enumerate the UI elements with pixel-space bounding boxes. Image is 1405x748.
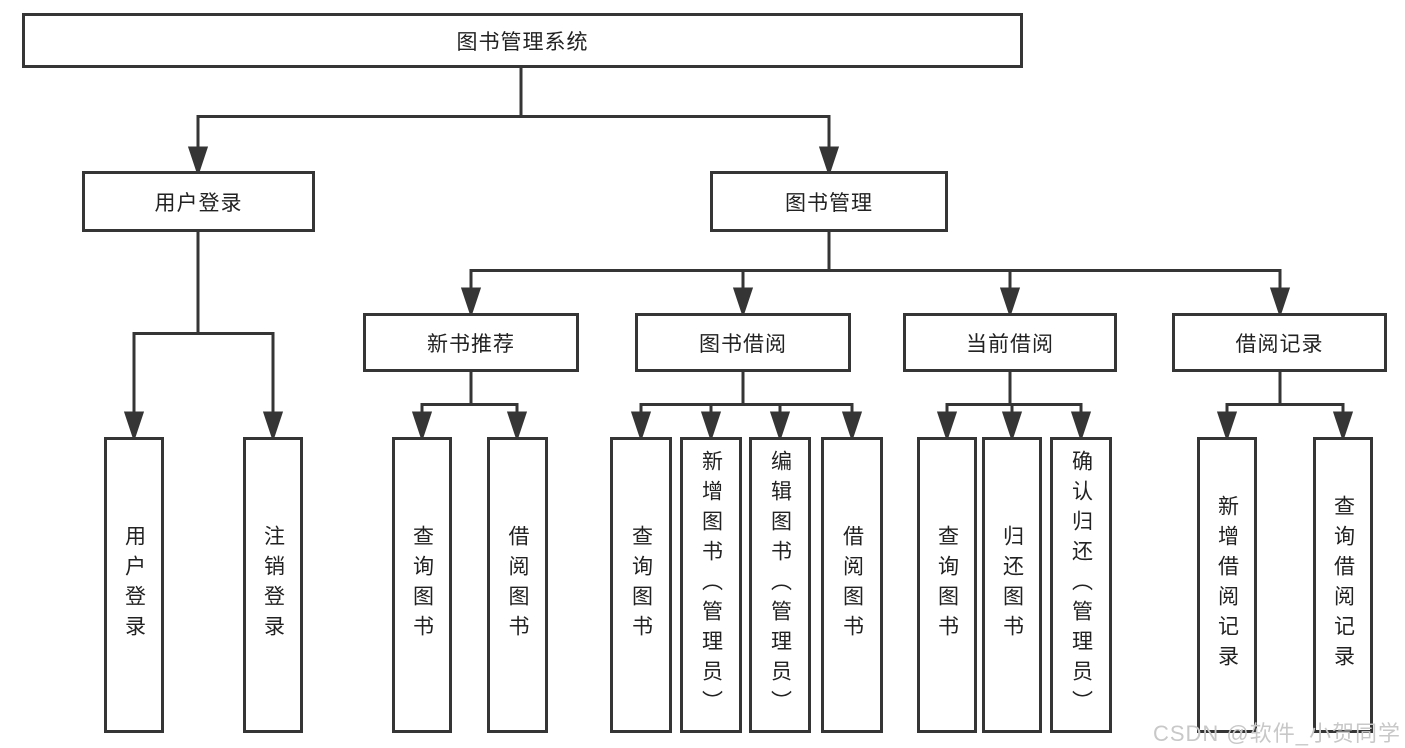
node-new-book-recommend-label: 新书推荐 [427,332,515,356]
leaf-add-book-admin: 新增图书（管理员） [680,437,742,733]
leaf-confirm-return-admin-label: 确认归还（管理员） [1069,450,1093,720]
arrow-down-icon [936,411,958,442]
node-borrowing-records: 借阅记录 [1172,313,1387,372]
node-book-borrowing: 图书借阅 [635,313,851,372]
arrow-down-icon [841,411,863,442]
arrow-down-icon [700,411,722,442]
leaf-return-book: 归还图书 [982,437,1042,733]
leaf-logout: 注销登录 [243,437,303,733]
arrow-down-icon [187,146,209,177]
arrow-down-icon [506,411,528,442]
leaf-query-borrow-record: 查询借阅记录 [1313,437,1373,733]
node-book-borrowing-label: 图书借阅 [699,332,787,356]
leaf-add-borrow-record-label: 新增借阅记录 [1215,495,1239,675]
connector-bookmgmt-to-level3 [460,232,1291,318]
leaf-borrow-books: 借阅图书 [821,437,883,733]
node-current-borrowing: 当前借阅 [903,313,1117,372]
arrow-down-icon [769,411,791,442]
connector-borrow-to-leaves [630,372,863,442]
node-root-label: 图书管理系统 [456,30,589,54]
connector-userlogin-to-leaves [123,232,284,442]
connector-records-to-leaves [1216,372,1354,442]
arrow-down-icon [732,287,754,318]
node-current-borrowing-label: 当前借阅 [966,332,1054,356]
leaf-query-books-recommend: 查询图书 [392,437,452,733]
leaf-return-book-label: 归还图书 [1000,525,1024,645]
leaf-query-books-current: 查询图书 [917,437,977,733]
leaf-query-books-recommend-label: 查询图书 [410,525,434,645]
connector-root-to-level2 [187,67,840,177]
connector-newbook-to-leaves [411,372,528,442]
leaf-borrow-books-label: 借阅图书 [840,525,864,645]
node-borrowing-records-label: 借阅记录 [1235,332,1324,356]
leaf-borrow-books-recommend-label: 借阅图书 [506,525,529,645]
node-book-management-label: 图书管理 [785,191,873,215]
node-book-management: 图书管理 [710,171,948,232]
leaf-query-books-current-label: 查询图书 [935,525,959,645]
leaf-logout-label: 注销登录 [261,525,285,645]
arrow-down-icon [1216,411,1238,442]
leaf-user-login-label: 用户登录 [122,525,146,645]
node-user-login-label: 用户登录 [154,191,243,215]
arrow-down-icon [411,411,433,442]
arrow-down-icon [630,411,652,442]
leaf-query-books-borrow: 查询图书 [610,437,672,733]
arrow-down-icon [460,287,482,318]
leaf-add-book-admin-label: 新增图书（管理员） [699,450,723,720]
leaf-query-books-borrow-label: 查询图书 [629,525,653,645]
arrow-down-icon [1001,411,1023,442]
arrow-down-icon [1070,411,1092,442]
node-new-book-recommend: 新书推荐 [363,313,579,372]
connector-current-to-leaves [936,372,1092,442]
arrow-down-icon [123,411,145,442]
arrow-down-icon [262,411,284,442]
arrow-down-icon [1269,287,1291,318]
leaf-borrow-books-recommend: 借阅图书 [487,437,548,733]
leaf-query-borrow-record-label: 查询借阅记录 [1331,495,1355,675]
leaf-edit-book-admin: 编辑图书（管理员） [749,437,811,733]
watermark: CSDN @软件_小贺同学 [1152,721,1401,746]
leaf-confirm-return-admin: 确认归还（管理员） [1050,437,1112,733]
leaf-edit-book-admin-label: 编辑图书（管理员） [768,450,792,720]
node-root-system: 图书管理系统 [22,13,1023,68]
arrow-down-icon [999,287,1021,318]
arrow-down-icon [1332,411,1354,442]
node-user-login: 用户登录 [82,171,315,232]
leaf-user-login: 用户登录 [104,437,164,733]
leaf-add-borrow-record: 新增借阅记录 [1197,437,1257,733]
arrow-down-icon [818,146,840,177]
